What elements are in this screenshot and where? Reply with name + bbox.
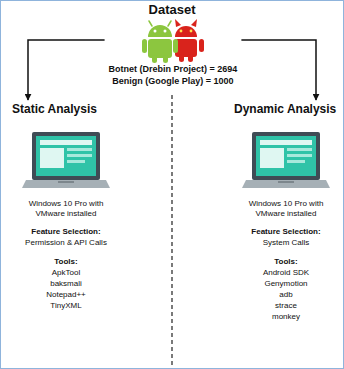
analysis-column: Static AnalysisWindows 10 Pro with VMwar…	[4, 100, 128, 311]
column-heading: Static Analysis	[4, 102, 128, 117]
detail-text: Windows 10 Pro with VMware installed	[20, 199, 112, 219]
detail-text: Android SDK	[228, 268, 344, 278]
detail-text: Notepad++	[4, 290, 128, 300]
detail-text: Permission & API Calls	[4, 238, 128, 248]
section-heading: Tools:	[4, 257, 128, 267]
dataset-group: Botnet (Drebin Project) = 2694Benign (Go…	[105, 20, 242, 88]
flow-arrow	[28, 40, 105, 100]
dataset-count: Botnet (Drebin Project) = 2694	[109, 64, 238, 75]
laptop-icon	[22, 132, 110, 188]
analysis-column: Dynamic AnalysisWindows 10 Pro with VMwa…	[228, 100, 344, 322]
dataset-count: Benign (Google Play) = 1000	[109, 76, 238, 87]
divider-line	[171, 95, 172, 366]
android-icon	[142, 21, 178, 63]
detail-text: System Calls	[228, 238, 344, 248]
section-heading: Feature Selection:	[228, 227, 344, 237]
laptop-icon	[242, 132, 330, 188]
detail-text: adb	[228, 290, 344, 300]
malware-android-icon	[175, 19, 204, 62]
column-heading: Dynamic Analysis	[228, 102, 344, 117]
detail-text: baksmali	[4, 279, 128, 289]
detail-text: ApkTool	[4, 268, 128, 278]
detail-text: strace	[228, 301, 344, 311]
detail-text: monkey	[228, 312, 344, 322]
detail-text: Windows 10 Pro with VMware installed	[240, 199, 332, 219]
flow-arrow	[241, 40, 316, 100]
section-heading: Tools:	[228, 257, 344, 267]
section-heading: Feature Selection:	[4, 227, 128, 237]
diagram-title: Dataset	[0, 2, 344, 17]
detail-text: Genymotion	[228, 279, 344, 289]
detail-text: TinyXML	[4, 301, 128, 311]
